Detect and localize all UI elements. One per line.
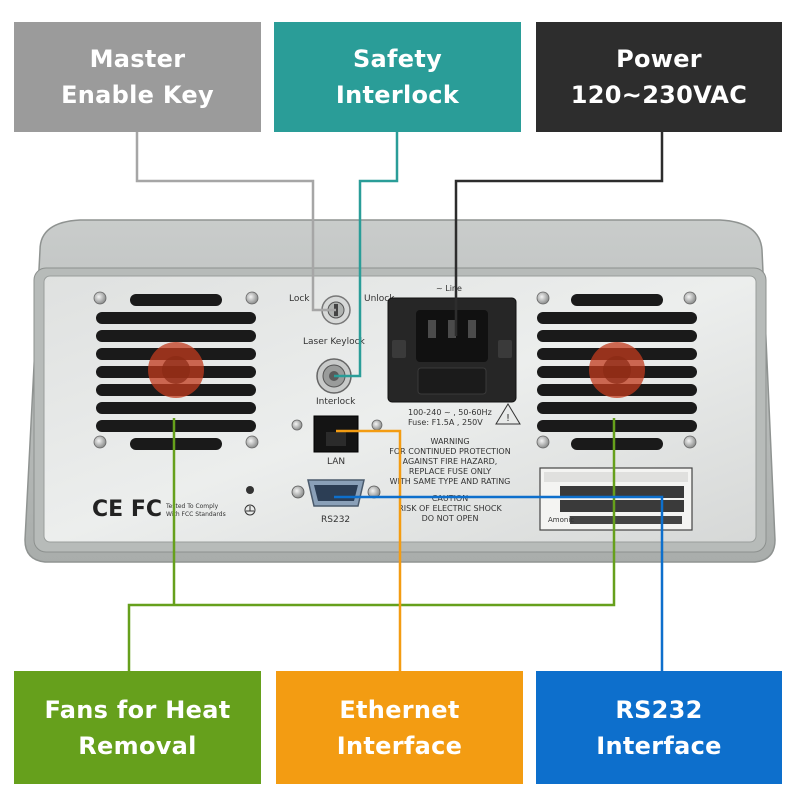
safety-interlock-callout: Safety Interlock [274, 22, 521, 132]
screw-icon [93, 435, 107, 449]
ethernet-line-1: Ethernet [339, 695, 460, 724]
warning-line-1: WARNING [430, 437, 469, 446]
screw-icon [93, 291, 107, 305]
caution-line-3: DO NOT OPEN [422, 514, 479, 523]
rating-line-2: Fuse: F1.5A , 250V [408, 418, 483, 427]
screw-icon [291, 419, 303, 431]
fans-leader-line [127, 418, 616, 671]
left-fan-grille [96, 294, 256, 450]
power-inlet[interactable] [387, 297, 517, 403]
fans-line-1: Fans for Heat [44, 695, 231, 724]
power-line-1: Power [616, 45, 702, 73]
rs232-callout: RS232 Interface [536, 671, 782, 784]
safety-interlock-line-1: Safety [352, 45, 443, 73]
callout-lines [127, 132, 664, 671]
fcc-note-line-2: With FCC Standards [166, 511, 226, 518]
power-leader-line [454, 132, 664, 336]
safety-interlock-line-2: Interlock [335, 81, 460, 109]
line-label: ~ Line [436, 284, 462, 293]
master-key-line-2: Enable Key [61, 81, 214, 109]
master-key-leader-line [135, 132, 336, 312]
screws [93, 291, 697, 449]
caution-line-1: CAUTION [432, 494, 468, 503]
lan-label: LAN [327, 457, 345, 467]
master-key-line-1: Master [89, 45, 186, 73]
unlock-label: Unlock [364, 294, 395, 304]
nameplate-brand: Amonic [548, 516, 574, 524]
screw-icon [245, 291, 259, 305]
master-enable-key-callout: Master Enable Key [14, 22, 261, 132]
screw-icon [536, 291, 550, 305]
caution-line-2: RISK OF ELECTRIC SHOCK [398, 504, 502, 513]
power-line-2: 120~230VAC [570, 81, 748, 109]
ethernet-leader-line [336, 429, 402, 671]
screw-icon [536, 435, 550, 449]
rs232-port[interactable] [291, 479, 381, 507]
rating-line-1: 100-240 ~ , 50-60Hz [408, 408, 492, 417]
power-callout: Power 120~230VAC [536, 22, 782, 132]
fans-line-2: Removal [78, 731, 197, 760]
fans-callout: Fans for Heat Removal [14, 671, 261, 784]
screw-icon [683, 291, 697, 305]
screw-icon [371, 419, 383, 431]
warning-triangle-icon: ! [495, 403, 521, 425]
warning-line-2: FOR CONTINUED PROTECTION [389, 447, 510, 456]
lock-label: Lock [289, 294, 310, 304]
rs232-leader-line [334, 495, 664, 671]
ethernet-callout: Ethernet Interface [276, 671, 523, 784]
right-fan-grille [537, 294, 697, 450]
ethernet-line-2: Interface [336, 731, 463, 760]
safety-interlock-leader-line [334, 132, 399, 378]
lan-port[interactable] [313, 415, 359, 453]
ce-fcc-mark: CE FC [92, 497, 162, 522]
warning-line-5: WITH SAME TYPE AND RATING [390, 477, 511, 486]
screw-icon [683, 435, 697, 449]
rs232-line-1: RS232 [615, 695, 703, 724]
warning-line-3: AGAINST FIRE HAZARD, [403, 457, 498, 466]
screw-icon [245, 435, 259, 449]
rs232-line-2: Interface [596, 731, 722, 760]
svg-text:!: ! [506, 413, 510, 424]
nameplate [539, 467, 693, 531]
rs232-label: RS232 [321, 515, 350, 525]
fcc-note-line-1: Tested To Comply [165, 503, 219, 510]
warning-line-4: REPLACE FUSE ONLY [409, 467, 491, 476]
interlock-label: Interlock [316, 397, 356, 407]
laser-keylock-label: Laser Keylock [303, 337, 366, 347]
ground-terminal-icon [244, 486, 256, 516]
